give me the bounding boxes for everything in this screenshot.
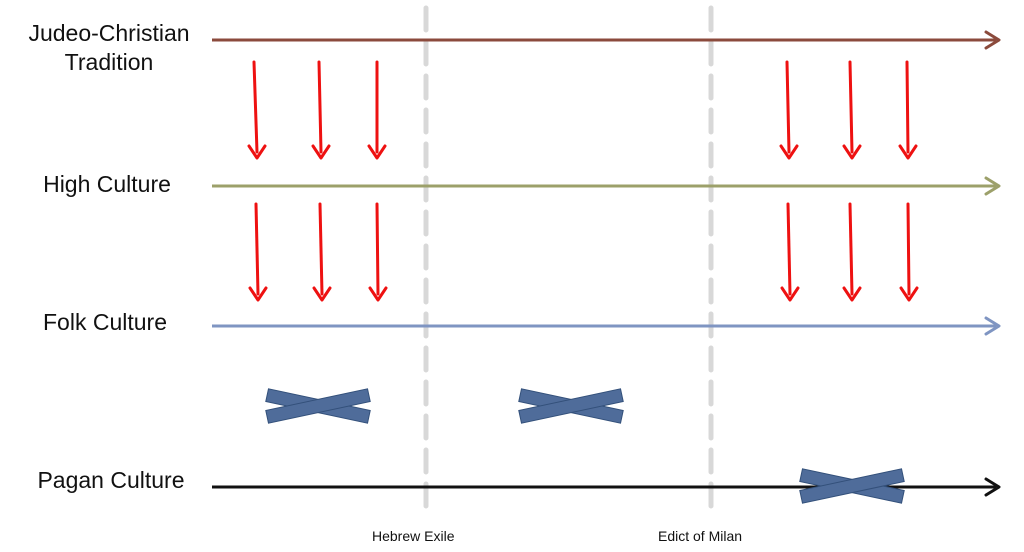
influence-arrow	[842, 60, 862, 160]
lane-label-line: High Culture	[43, 171, 171, 197]
lane-label-line: Pagan Culture	[37, 467, 185, 493]
cross-mark	[799, 468, 905, 504]
influence-arrow	[312, 202, 332, 302]
lane-label-high-culture: High Culture	[0, 170, 214, 199]
influence-arrow	[247, 60, 267, 160]
lane-label-pagan-culture: Pagan Culture	[0, 466, 222, 495]
influence-arrow	[842, 202, 862, 302]
lane-label-line: Judeo-Christian	[28, 20, 190, 46]
influence-arrow	[898, 60, 918, 160]
lane-label-line: Tradition	[64, 49, 154, 75]
lane-arrowhead-high-culture	[984, 176, 1001, 196]
marker-label-edict-of-milan: Edict of Milan	[658, 528, 743, 544]
influence-arrow	[248, 202, 268, 302]
lane-label-folk-culture: Folk Culture	[0, 308, 210, 337]
lane-label-judeo-christian: Judeo-Christian Tradition	[0, 19, 218, 77]
cross-mark	[265, 388, 371, 424]
influence-arrow	[899, 202, 919, 302]
influence-arrow	[367, 60, 387, 160]
influence-arrow	[780, 202, 800, 302]
lane-label-line: Folk Culture	[43, 309, 167, 335]
lane-arrowhead-judeo-christian	[984, 30, 1001, 50]
influence-arrow	[779, 60, 799, 160]
lane-arrowhead-pagan-culture	[984, 477, 1001, 497]
marker-label-hebrew-exile: Hebrew Exile	[372, 528, 455, 544]
influence-arrow	[311, 60, 331, 160]
influence-arrow	[368, 202, 388, 302]
lane-arrowhead-folk-culture	[984, 316, 1001, 336]
cross-mark	[518, 388, 624, 424]
